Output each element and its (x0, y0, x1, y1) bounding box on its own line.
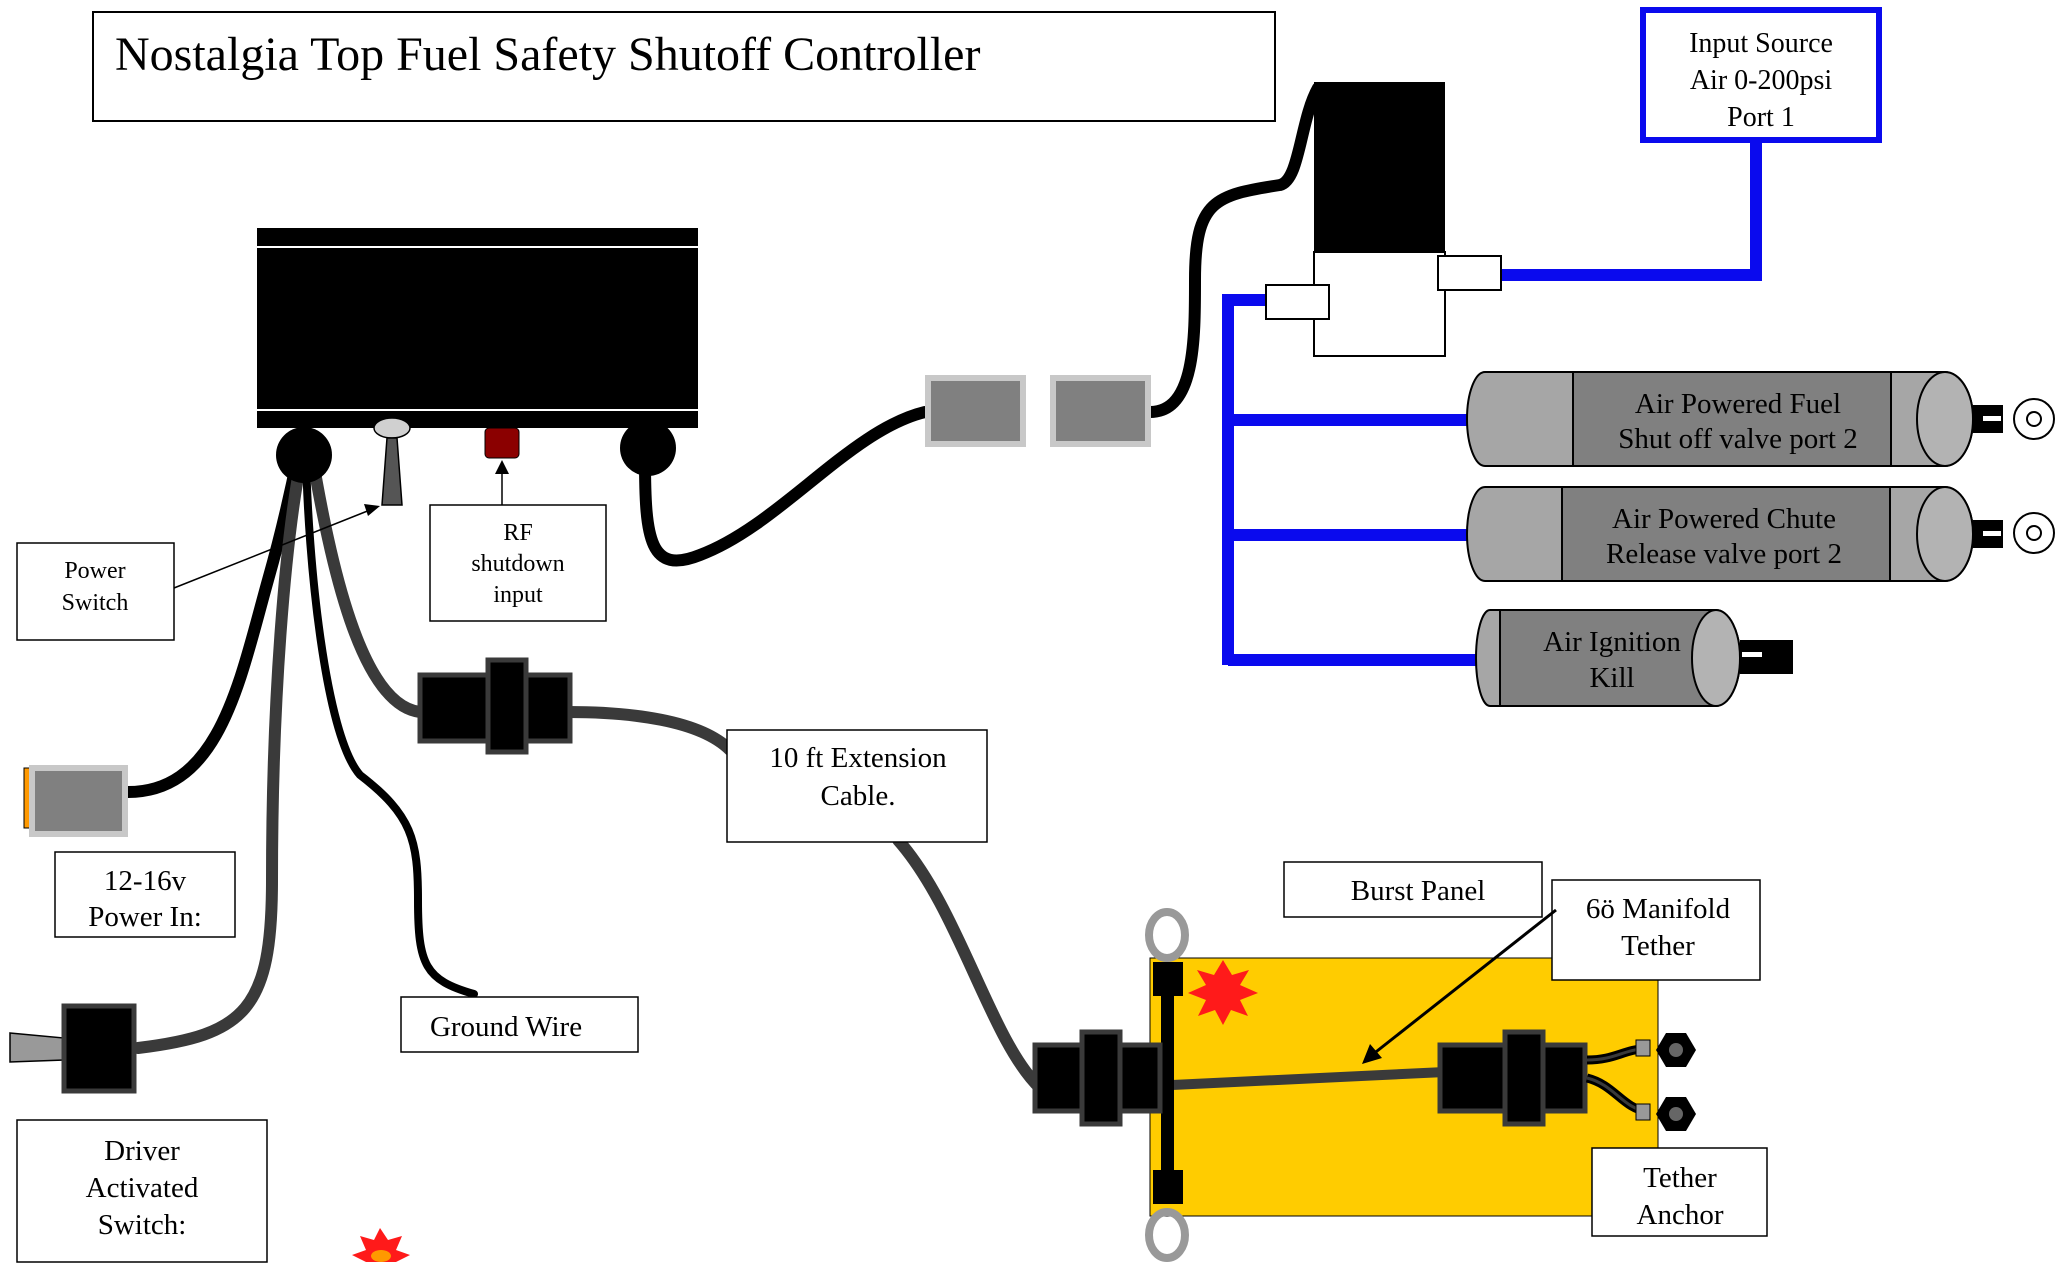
power-switch-label-2: Switch (62, 590, 129, 616)
ignition-kill-label-2: Kill (1589, 662, 1634, 694)
chute-valve-label-2: Release valve port 2 (1606, 538, 1842, 570)
extension-cable-upper (306, 449, 426, 718)
burst-panel-label: Burst Panel (1351, 875, 1486, 907)
driver-switch-label-2: Activated (86, 1172, 199, 1204)
burst-star-center (371, 1250, 391, 1262)
manifold-connector (1437, 1029, 1588, 1127)
tether-line (1171, 1067, 1446, 1090)
manifold-tether-arrow (1362, 1044, 1382, 1064)
extension-cable-label-2: Cable. (821, 780, 896, 812)
input-source-box (1640, 7, 1882, 143)
power-in-label-2: Power In: (88, 901, 202, 933)
rf-button (484, 427, 520, 459)
driver-switch-cable (132, 449, 308, 1054)
controller-output-cable (639, 406, 931, 567)
rf-label-1: RF (503, 520, 532, 546)
ground-wire (302, 451, 478, 998)
controller-box (257, 228, 698, 506)
solenoid-coil (1314, 82, 1445, 252)
power-in-label-box (54, 851, 236, 938)
extension-cable-middle (562, 706, 736, 756)
input-source-line-2: Air 0-200psi (1690, 65, 1833, 96)
title-box (92, 11, 1276, 122)
extension-cable-label-box (726, 729, 988, 843)
burst-panel-connector (1032, 1029, 1163, 1127)
manifold-tether-leader (1371, 908, 1557, 1057)
burst-panel-bracket (1145, 908, 1189, 1262)
rf-label-box (429, 504, 607, 622)
extension-cable-label-1: 10 ft Extension (769, 742, 947, 774)
power-in-label-1: 12-16v (104, 865, 187, 897)
power-switch-knob (373, 417, 411, 439)
chute-release-cylinder (1466, 486, 2055, 582)
diagram-title: Nostalgia Top Fuel Safety Shutoff Contro… (115, 28, 980, 81)
tether-anchor-label-box (1591, 1147, 1768, 1237)
input-air-line (1500, 135, 1762, 281)
manifold-tether-label-1: 6ö Manifold (1586, 893, 1731, 925)
tether-anchor-label-1: Tether (1643, 1162, 1717, 1194)
tether-anchor-label-2: Anchor (1637, 1199, 1724, 1231)
burst-star-icon (1188, 960, 1258, 1025)
power-switch-arrow (364, 504, 380, 516)
power-switch-label-box (16, 542, 175, 641)
ignition-kill-label-1: Air Ignition (1543, 626, 1681, 658)
rf-arrow (495, 460, 509, 474)
driver-activated-switch (9, 1003, 137, 1094)
extension-cable-lower (892, 834, 1046, 1094)
burst-star-icon-small (352, 1228, 410, 1262)
controller-output-connector (925, 375, 1151, 447)
burst-panel-label-box (1283, 861, 1543, 918)
ground-wire-label-box (400, 996, 639, 1053)
manifold-tether-label-box (1551, 879, 1761, 981)
power-switch-label-1: Power (64, 558, 125, 584)
controller-right-port (620, 420, 676, 476)
driver-switch-label-1: Driver (104, 1135, 180, 1167)
ignition-kill-cylinder (1475, 609, 1793, 707)
power-switch-toggle (381, 437, 403, 506)
solenoid-valve (1265, 82, 1502, 357)
fuel-valve-label-2: Shut off valve port 2 (1618, 423, 1858, 455)
tether-anchors (1585, 1033, 1696, 1131)
fuel-valve-label-1: Air Powered Fuel (1635, 388, 1841, 420)
solenoid-port-left (1265, 284, 1330, 320)
solenoid-port-right (1437, 255, 1502, 291)
fuel-shutoff-cylinder (1466, 371, 2055, 467)
extension-inline-connector (417, 657, 573, 755)
chute-valve-label-1: Air Powered Chute (1612, 503, 1836, 535)
rf-label-3: input (493, 582, 543, 608)
solenoid-body (1313, 251, 1446, 357)
rf-label-2: shutdown (471, 551, 564, 577)
driver-switch-label-box (16, 1119, 268, 1263)
driver-switch-label-3: Switch: (98, 1209, 187, 1241)
input-source-line-1: Input Source (1689, 28, 1833, 59)
controller-left-port (276, 427, 332, 483)
power-in-connector (23, 765, 128, 837)
power-switch-leader (173, 509, 371, 589)
solenoid-cable (1144, 82, 1324, 418)
manifold-air-line (1222, 294, 1267, 665)
ground-wire-label: Ground Wire (430, 1011, 582, 1043)
manifold-tether-label-2: Tether (1621, 930, 1695, 962)
air-lines (1222, 135, 1762, 666)
input-source-line-3: Port 1 (1727, 102, 1795, 133)
